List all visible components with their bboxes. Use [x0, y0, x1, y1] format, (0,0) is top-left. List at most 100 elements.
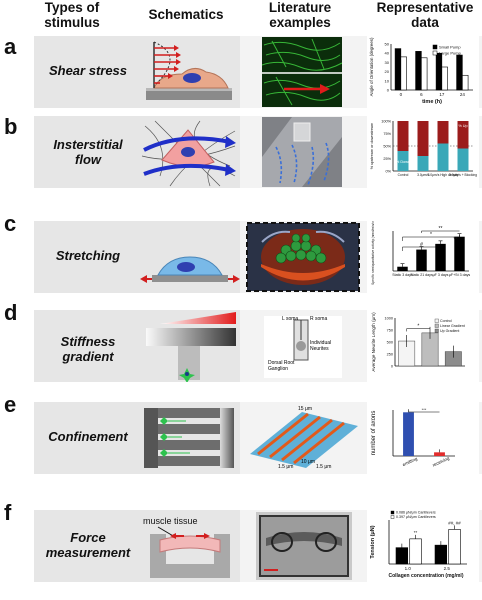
legend-swatch — [434, 318, 439, 323]
y-tick-label: 30 — [385, 60, 390, 65]
schematic-force-measurement — [150, 526, 230, 578]
legend-swatch — [432, 50, 438, 56]
row-letter: e — [4, 392, 17, 417]
label-15um: 15 μm — [298, 406, 312, 412]
bar — [403, 412, 414, 456]
bar-up — [417, 121, 429, 156]
label-neurites: Individual Neurites — [310, 340, 332, 352]
bar — [462, 74, 469, 91]
row-letter: c — [4, 211, 17, 236]
sig-bracket — [406, 328, 430, 332]
legend-swatch — [432, 44, 438, 50]
y-tick-label: 0 — [391, 365, 393, 369]
sig-mark: ** — [454, 237, 458, 243]
y-tick-label: 40 — [385, 51, 390, 56]
y-axis-label: Specific semiquantitative activity (nmol… — [371, 221, 375, 285]
bar — [448, 529, 461, 565]
y-tick-label: 20 — [385, 69, 390, 74]
literature-stiffness-gradient: L soma R soma Individual Neurites Dorsal… — [264, 316, 342, 378]
bar-up — [457, 121, 469, 149]
row-title: Confinement — [48, 429, 128, 444]
legend-swatch — [434, 328, 439, 333]
bar — [409, 538, 422, 565]
bar-up — [437, 121, 449, 144]
label-10um: 10 μm — [301, 459, 315, 465]
header-data: Representative data — [376, 0, 474, 30]
row-title: Stiffness gradient — [60, 334, 116, 364]
literature-interstitial-flow — [262, 117, 342, 187]
legend-swatch — [390, 510, 395, 515]
bar-down — [457, 148, 469, 171]
bar-down — [397, 151, 409, 171]
y-tick-label: 75% — [383, 132, 391, 136]
x-tick-label: Static 3 days — [392, 273, 413, 277]
x-tick-label: 6 — [420, 92, 423, 97]
row-title: Stretching — [55, 248, 121, 263]
legend-label: Linear Gradient — [440, 324, 465, 328]
x-tick-label: 3.0μm/s — [417, 173, 429, 177]
label-muscle-tissue: muscle tissue — [143, 516, 198, 526]
bar — [434, 544, 448, 565]
y-tick-label: 0% — [386, 170, 392, 174]
y-tick-label: 100% — [381, 120, 391, 124]
y-tick-label: 500 — [387, 341, 393, 345]
y-tick-label: 750 — [387, 329, 393, 333]
sig-bracket — [402, 246, 441, 251]
bar-down — [417, 156, 429, 171]
x-tick-label: emitting — [402, 456, 419, 467]
bar — [415, 51, 422, 91]
bar — [441, 66, 448, 91]
x-tick-label: 2.5 — [444, 566, 451, 571]
label-1-5um-a: 1.5 μm — [278, 464, 294, 470]
schematic-interstitial-flow — [141, 120, 236, 187]
bar-down — [437, 143, 449, 171]
row-letter: d — [4, 300, 18, 325]
y-axis-label: % upstream or downstream — [370, 123, 374, 169]
sig-bracket — [402, 235, 460, 241]
bar — [397, 266, 408, 271]
y-tick-label: 25% — [383, 157, 391, 161]
x-tick-label: 1.0 — [405, 566, 412, 571]
x-tick-label: Static 21 days — [410, 273, 433, 277]
bar — [435, 52, 443, 91]
legend-swatch — [390, 515, 395, 519]
literature-force-measurement — [256, 512, 352, 580]
x-tick-label: 0 — [400, 92, 403, 97]
legend-label: Up Gradient — [440, 329, 459, 333]
row-interstitial-flow: b Insterstitial flow 0%25%50%75%100%Cont… — [0, 112, 482, 192]
bar — [454, 236, 465, 271]
legend-label-down: % Down — [396, 160, 410, 164]
x-axis-label: time (h) — [422, 99, 442, 105]
bar — [435, 243, 446, 271]
y-tick-label: 0 — [387, 88, 390, 93]
y-axis-label: Angle of Orientation (degrees) — [369, 37, 374, 96]
row-title: Force measurement — [45, 530, 131, 560]
row-letter: f — [4, 500, 12, 525]
literature-shear-stress — [262, 37, 342, 107]
bar — [416, 249, 427, 271]
bar — [395, 547, 409, 565]
literature-stretching — [246, 222, 360, 292]
x-axis-label: Collagen concentration (mg/ml) — [388, 573, 463, 579]
bar — [434, 452, 445, 456]
row-letter: b — [4, 114, 18, 139]
schematic-shear-stress — [146, 41, 232, 100]
bar — [394, 48, 402, 91]
y-tick-label: 250 — [387, 353, 393, 357]
label-drg: Dorsal Root Ganglion — [268, 360, 295, 372]
x-tick-label: μF 3 days — [433, 273, 449, 277]
bar — [456, 54, 463, 91]
y-tick-label: 50% — [383, 145, 391, 149]
bar-up — [397, 121, 409, 151]
sig-bracket — [421, 230, 460, 233]
header-stimulus: Types of stimulus — [44, 0, 100, 30]
legend-label: Control — [440, 319, 452, 323]
sig-mark: ** — [414, 530, 418, 535]
header-schematics: Schematics — [148, 7, 224, 22]
